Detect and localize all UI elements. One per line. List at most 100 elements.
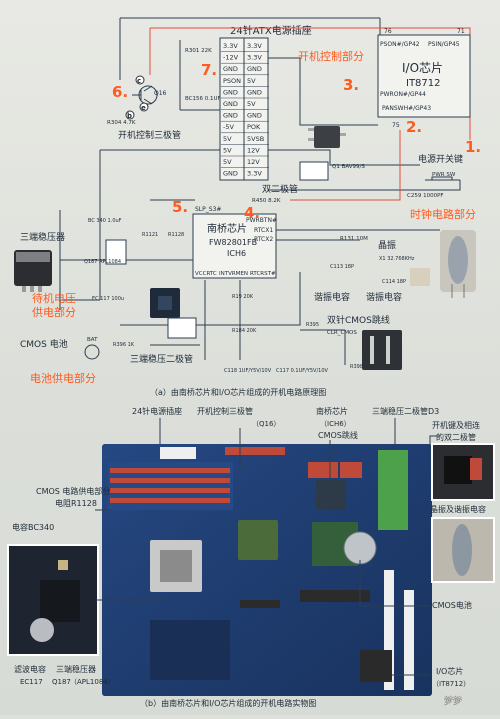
- marker-b: b: [127, 112, 132, 120]
- atx-left-pin-4: GND: [223, 88, 238, 96]
- photo-label-regulator-diode: 三端稳压二极管D3: [372, 406, 439, 416]
- io-num-71: 71: [457, 28, 465, 35]
- photo-label-cmos-jumper: CMOS跳线: [318, 430, 358, 440]
- io-pin-psin: PSIN/GP45: [428, 41, 460, 48]
- bc340-label: BC 340 1.0uF: [88, 218, 122, 224]
- battery-symbol: [84, 344, 100, 360]
- atx-left-pin-9: 5V: [223, 146, 232, 154]
- photo-label-io-chip: I/O芯片: [436, 666, 463, 676]
- cmos-battery-section-label: 电池供电部分: [30, 371, 96, 385]
- atx-right-pin-8: 5VSB: [247, 135, 264, 143]
- atx-left-pin-8: 5V: [223, 135, 232, 143]
- r131-label: R131 10M: [340, 236, 368, 242]
- atx-left-pin-1: -12V: [223, 54, 239, 62]
- dual-diode-photo: [308, 126, 346, 148]
- r396-label: R396 1K: [113, 342, 135, 348]
- atx-title: 24针ATX电源插座: [230, 24, 312, 37]
- motherboard-photo: [102, 444, 432, 696]
- photo-label-regulator-id: Q187: [52, 678, 71, 686]
- r1128-label: R1128: [168, 232, 184, 238]
- c113-label: C113 18P: [330, 264, 354, 270]
- power-button-inset: [431, 443, 495, 501]
- callout-4: 4.: [244, 204, 260, 222]
- marker-c: c: [137, 77, 141, 85]
- callout-7: 7.: [201, 61, 217, 79]
- regulator-diode-label: 三端稳压二极管: [130, 353, 193, 365]
- atx-left-pin-6: GND: [223, 112, 238, 120]
- q1-label: Q1 BAV99/S: [332, 164, 365, 170]
- atx-right-pin-10: 12V: [247, 158, 260, 166]
- photo-label-filter-cap: 滤波电容: [14, 664, 46, 674]
- regulator-label: 三端稳压器: [20, 231, 65, 243]
- r1121-label: R1121: [142, 232, 158, 238]
- dual-diode-label: 双二极管: [262, 183, 298, 195]
- atx-right-pin-4: GND: [247, 88, 262, 96]
- photo-label-io-chip-model: （IT8712）: [432, 680, 470, 688]
- photo-label-transistor: 开机控制三极管: [197, 406, 253, 416]
- ic-photo: [150, 288, 180, 318]
- crystal-label: 晶振: [378, 239, 396, 251]
- photo-label-regulator-model: （APL1084）: [70, 678, 115, 686]
- atx-left-pin-2: GND: [223, 65, 238, 73]
- io-num-75: 75: [392, 122, 400, 129]
- pwr-sw-label: PWR SW: [432, 172, 456, 178]
- io-pin-panswh: PANSWH#/GP43: [382, 105, 431, 112]
- regulator-symbol: [105, 239, 127, 265]
- resonant-cap-1: 谐振电容: [314, 291, 350, 303]
- r301-label: R301 22K: [185, 48, 212, 54]
- atx-left-pin-0: 3.3V: [223, 42, 238, 50]
- marker-e: e: [141, 104, 146, 112]
- power-button-label: 电源开关键: [418, 153, 463, 165]
- io-chip-name: I/O芯片: [402, 61, 443, 75]
- r395-label: R395: [306, 322, 319, 328]
- sb-model: FW82801FB: [209, 238, 257, 247]
- photo-label-regulator: 三端稳压器: [56, 664, 96, 674]
- ec117-label: EC 117 100u: [92, 296, 124, 302]
- photo-label-southbridge: 南桥芯片: [316, 406, 348, 416]
- r398-label: R398 0: [350, 364, 368, 370]
- photo-label-crystal-caps: 晶振及谐振电容: [430, 504, 486, 514]
- r450-label: R450 8.2K: [252, 198, 281, 204]
- sb-pin-rtcx1: RTCX1: [254, 227, 273, 234]
- caption-a: （a）由南桥芯片和I/O芯片组成的开机电路原理图: [150, 387, 326, 397]
- photo-label-power-btn-1: 开机键及相连: [432, 420, 480, 430]
- sb-pin-rtcx2: RTCX2: [254, 236, 273, 243]
- crystal-inset: [431, 517, 495, 583]
- cmos-supply-inset: [7, 544, 99, 656]
- atx-right-pin-7: POK: [247, 123, 261, 131]
- c117-label: C117 0.1UF/Y5V/10V: [276, 368, 328, 374]
- photo-label-cmos-supply: CMOS 电路供电部分: [36, 486, 110, 496]
- clock-section-label: 时钟电路部分: [410, 207, 476, 221]
- photo-label-filter-cap-id: EC117: [20, 678, 43, 686]
- switch-section-label: 开机控制部分: [298, 49, 364, 63]
- d3-symbol: [167, 317, 197, 339]
- sb-pin-rtcrst: RTCRST#: [250, 271, 276, 277]
- atx-right-pin-9: 12V: [247, 146, 260, 154]
- bc156-label: BC156 0.1UF: [185, 96, 221, 102]
- atx-right-pin-2: GND: [247, 65, 262, 73]
- sb-pin-vccrtc: VCCRTC: [195, 271, 217, 277]
- atx-left-pin-11: GND: [223, 170, 238, 178]
- io-chip-model: IT8712: [406, 78, 441, 89]
- photo-label-resistor: 电阻R1128: [55, 498, 97, 508]
- resonant-cap-2: 谐振电容: [366, 291, 402, 303]
- atx-right-pin-6: GND: [247, 112, 262, 120]
- c114-label: C114 18P: [382, 279, 406, 285]
- regulator-photo: [14, 250, 52, 292]
- io-chip: I/O芯片 IT8712 PSON#/GP42 PSIN/GP45 PWRON#…: [377, 28, 471, 129]
- photo-label-power-btn-2: 的双二极管: [436, 432, 476, 442]
- photo-label-atx: 24针电源插座: [132, 406, 182, 416]
- atx-left-pin-3: PSON: [223, 77, 241, 85]
- io-pin-pwron: PWRON#/GP44: [380, 91, 426, 98]
- c259-label: C259 1000PF: [407, 193, 444, 199]
- atx-left-pin-10: 5V: [223, 158, 232, 166]
- r19-label: R19 20K: [232, 294, 254, 300]
- dual-diode-symbol: [299, 161, 329, 181]
- callout-6: 6.: [112, 83, 128, 101]
- transistor-label: 开机控制三极管: [118, 129, 181, 141]
- atx-right-pin-1: 3.3V: [247, 54, 262, 62]
- callout-5: 5.: [172, 198, 188, 216]
